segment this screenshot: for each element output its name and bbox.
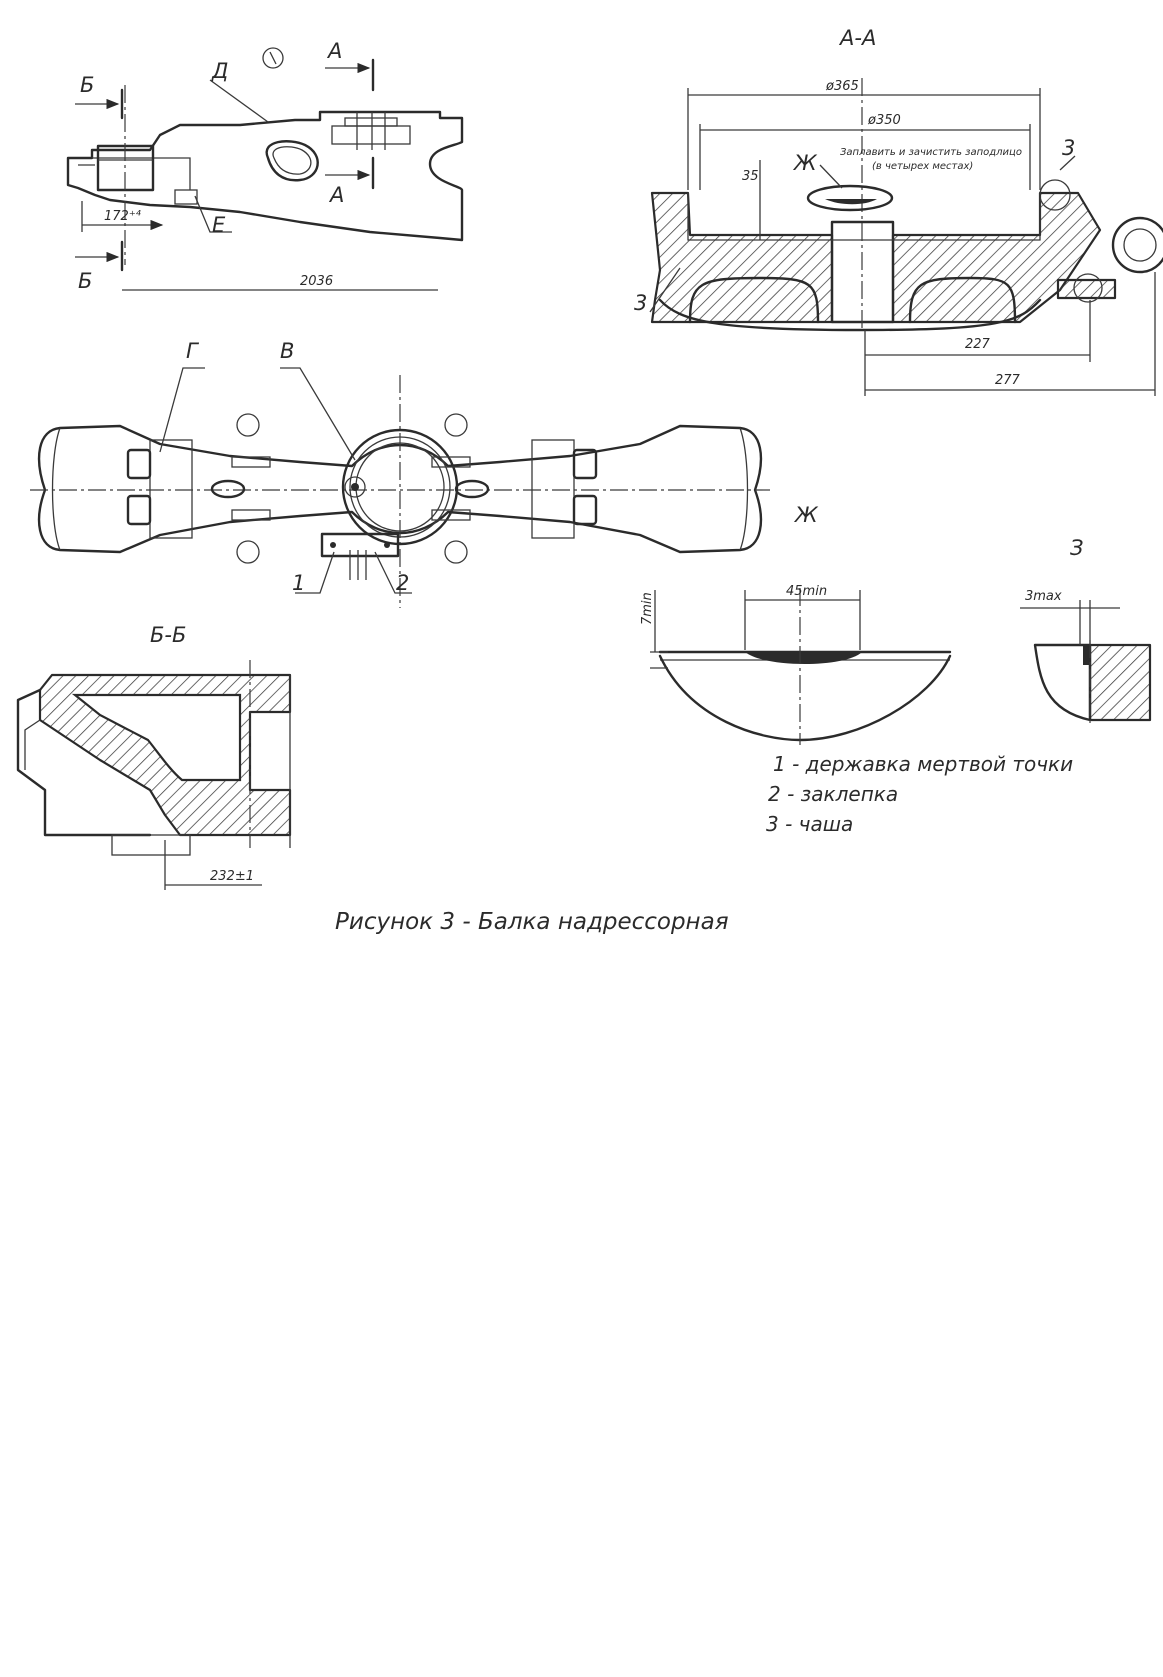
title-detail-zh: Ж [793,503,819,527]
section-aa-view [649,78,1163,396]
weld-note-line1: Заплавить и зачистить заподлицо [840,147,1022,158]
dim-365: ø365 [825,79,859,94]
label-3-left: 3 [634,291,647,315]
dim-172: 172⁺⁴ [104,209,142,224]
dim-232: 232±1 [210,869,254,884]
label-e: Е [212,213,226,237]
label-g: Г [186,339,200,363]
title-section-aa: А-А [838,26,876,50]
dim-3: 3max [1025,589,1062,604]
label-b-top: Б [80,73,94,97]
label-zh: Ж [792,151,818,175]
legend-item-2: 2 - заклепка [768,782,898,806]
detail-z-view [1020,600,1152,725]
label-3-right: 3 [1062,136,1075,160]
label-b-bottom: Б [78,269,92,293]
legend-item-3: 3 - чаша [766,812,853,836]
label-a-bottom: А [328,183,344,207]
detail-zh-view [650,588,952,745]
figure-caption: Рисунок 3 - Балка надрессорная [335,909,729,935]
label-2: 2 [396,571,409,595]
title-detail-z: З [1070,536,1083,560]
label-1: 1 [292,571,305,595]
plan-view [30,367,770,608]
label-v: В [280,339,294,363]
dim-277: 277 [995,373,1021,388]
title-section-bb: Б-Б [150,623,186,647]
dim-2036: 2036 [300,274,333,289]
dim-45: 45min [786,584,827,599]
dim-35: 35 [742,169,759,184]
side-view [66,47,464,291]
dim-227: 227 [965,337,991,352]
dim-7: 7min [640,592,655,625]
section-bb-view [16,660,292,890]
label-a-top: А [326,39,342,63]
label-d: Д [211,59,228,83]
weld-note-line2: (в четырех местах) [872,161,973,172]
dim-350: ø350 [867,113,901,128]
legend-item-1: 1 - державка мертвой точки [773,752,1073,776]
